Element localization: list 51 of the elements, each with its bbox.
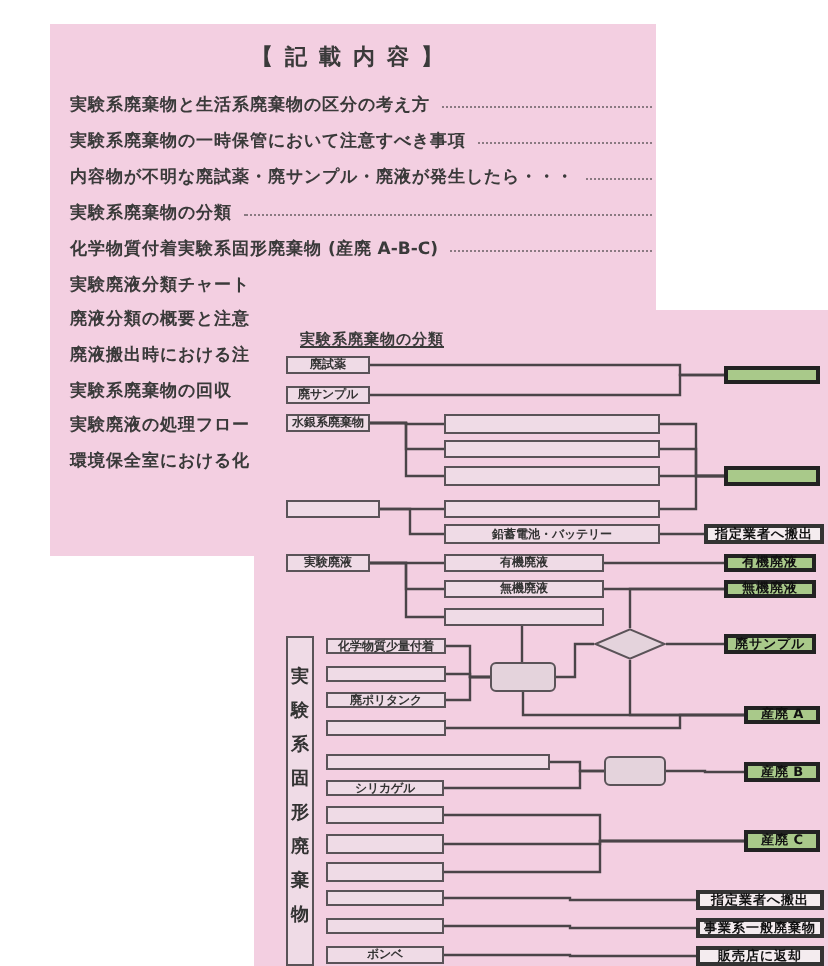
connector-line	[660, 532, 704, 536]
category-box	[444, 466, 660, 486]
connector-line	[380, 507, 444, 536]
connector-line	[370, 373, 724, 397]
category-box	[444, 500, 660, 518]
connector-line	[444, 896, 696, 902]
connector-line	[370, 561, 444, 619]
category-box	[444, 414, 660, 434]
category-box	[326, 834, 444, 854]
toc-entry: 実験系廃棄物の分類	[70, 204, 652, 224]
category-box	[326, 862, 444, 882]
connector-line	[444, 769, 604, 790]
connector-line	[628, 587, 724, 628]
category-box	[326, 754, 550, 770]
connector-line	[556, 642, 594, 679]
decision-box	[604, 756, 666, 786]
toc-entry: 化学物質付着実験系固形廃棄物 (産廃 A-B-C)	[70, 240, 652, 260]
connector-line	[666, 769, 744, 774]
toc-entry: 実験系廃棄物と生活系廃棄物の区分の考え方	[70, 96, 652, 116]
toc-entry: 環境保全室における化	[70, 452, 250, 472]
result-box	[724, 366, 820, 384]
connector-line	[444, 839, 744, 874]
toc-entry: 実験廃液の処理フロー	[70, 416, 250, 436]
category-box	[326, 890, 444, 906]
connector-line	[520, 626, 524, 662]
category-box	[444, 608, 604, 626]
connector-line	[444, 924, 696, 930]
connector-line	[660, 474, 724, 511]
toc-entry: 実験系廃棄物の一時保管において注意すべき事項	[70, 132, 652, 152]
toc-entry: 内容物が不明な廃試薬・廃サンプル・廃液が発生したら・・・	[70, 168, 652, 188]
connector-line	[370, 421, 444, 478]
category-box	[444, 440, 660, 458]
connector-line	[666, 642, 724, 646]
result-box	[724, 466, 820, 486]
decision-diamond	[594, 628, 666, 660]
category-box	[326, 666, 446, 682]
toc-entry: 廃液分類の概要と注意	[70, 310, 250, 330]
connector-line	[604, 561, 724, 565]
toc-heading: 【記載内容】	[249, 48, 457, 74]
connector-line	[446, 713, 744, 730]
toc-entry: 実験廃液分類チャート	[70, 276, 250, 296]
decision-box	[490, 662, 556, 692]
category-bar: 実験系固形廃棄物	[286, 636, 314, 966]
connector-line	[444, 953, 696, 958]
category-box	[326, 806, 444, 824]
connector-line	[446, 675, 490, 702]
category-box	[326, 720, 446, 736]
category-box	[286, 500, 380, 518]
toc-entry: 実験系廃棄物の回収	[70, 382, 232, 402]
toc-entry: 廃液搬出時における注	[70, 346, 250, 366]
category-box	[326, 918, 444, 934]
